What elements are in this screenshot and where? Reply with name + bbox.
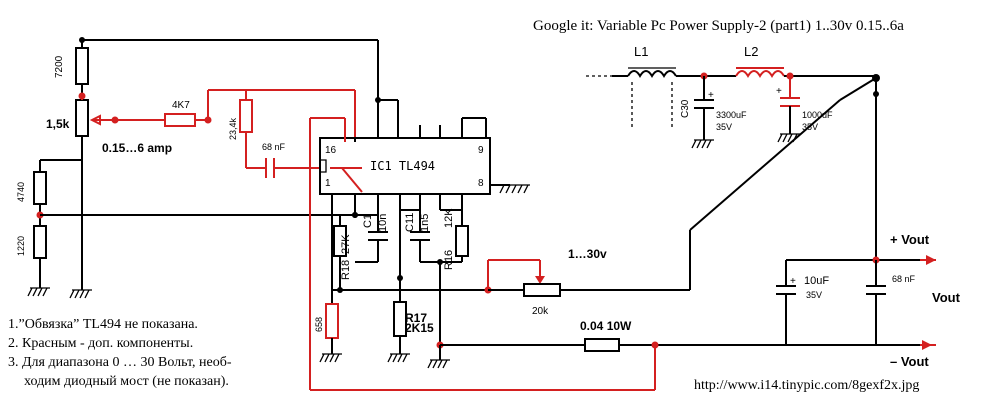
c10uf-value: 10uF [804, 275, 829, 287]
c11-label: C11 [404, 213, 416, 232]
c3300-value: 3300uF [716, 110, 747, 120]
c1-label: C1 [362, 214, 374, 228]
inductor-l2 [735, 70, 785, 78]
resistor-4k7-label: 4K7 [172, 100, 190, 111]
inductor-l1 [627, 70, 677, 78]
plus-mark: + [776, 86, 782, 97]
voltage-range-label: 1…30v [568, 247, 607, 261]
plus-mark: + [708, 90, 714, 101]
note-line-1: 1.”Обвязка” TL494 не показана. [8, 317, 198, 332]
ic-name: IC1 TL494 [370, 159, 435, 173]
r16-label: R16 [443, 250, 455, 270]
c11-value: 1n5 [419, 214, 431, 232]
plus-mark: + [790, 276, 796, 287]
resistor-658-label: 658 [314, 317, 324, 332]
resistor-1220-label: 1220 [16, 236, 26, 256]
resistor-7200-label: 7200 [54, 55, 65, 78]
vout-label: Vout [932, 290, 961, 305]
current-range-label: 0.15…6 amp [102, 141, 172, 155]
c1-value: 10n [377, 214, 389, 232]
c30-label: C30 [680, 99, 691, 118]
note-line-3: 3. Для диапазона 0 … 30 Вольт, необ- [8, 355, 232, 370]
resistor-4k7 [164, 113, 196, 127]
note-line-4: ходим диодный мост (не показан). [24, 374, 229, 389]
ic-pin-1: 1 [325, 178, 331, 189]
resistor-1220 [33, 225, 47, 259]
inductor-l1-label: L1 [634, 44, 648, 59]
plus-vout-label: + Vout [890, 232, 930, 247]
ic-pin-8: 8 [478, 178, 484, 189]
shunt-label: 0.04 10W [580, 319, 632, 333]
c10uf-voltage: 35V [806, 290, 822, 300]
ground-symbol [691, 139, 714, 149]
ic-tl494 [319, 137, 491, 195]
cap-68nf-in-label: 68 nF [262, 142, 286, 152]
r18-label: R18 [340, 260, 352, 280]
potentiometer-1-5k [75, 99, 89, 137]
ground-symbol [69, 289, 92, 299]
potentiometer-20k-label: 20k [532, 306, 549, 317]
schematic-title: Google it: Variable Pc Power Supply-2 (p… [533, 18, 904, 34]
r18-value: 27K [340, 234, 352, 254]
c3300-voltage: 35V [716, 122, 732, 132]
ic-pin-16: 16 [325, 145, 337, 156]
note-line-2: 2. Красным - доп. компоненты. [8, 336, 193, 351]
shunt-resistor [584, 338, 620, 352]
potentiometer-20k [523, 283, 561, 297]
r17-label: R17 [405, 311, 427, 325]
ground-symbol [427, 359, 450, 369]
resistor-658 [325, 303, 339, 339]
resistor-23-4k [239, 99, 253, 133]
minus-vout-label: – Vout [890, 354, 929, 369]
ic-pin-9: 9 [478, 145, 484, 156]
potentiometer-1-5k-label: 1,5k [46, 117, 70, 131]
resistor-7200 [75, 47, 89, 85]
inductor-l2-label: L2 [744, 44, 758, 59]
c68nf-out-label: 68 nF [892, 274, 916, 284]
r17-value: 2K15 [405, 321, 434, 335]
ground-symbol [499, 184, 530, 194]
ground-symbol [319, 353, 342, 363]
source-url: http://www.i14.tinypic.com/8gexf2x.jpg [694, 378, 919, 393]
resistor-4740 [33, 171, 47, 205]
resistor-4740-label: 4740 [16, 182, 26, 202]
resistor-23-4k-label: 23,4k [228, 117, 238, 140]
r16-value: 12K [443, 208, 455, 228]
c1000-value: 1000uF [802, 110, 833, 120]
ground-symbol [27, 287, 50, 297]
ground-symbol [387, 353, 410, 363]
resistor-r16 [455, 225, 469, 257]
